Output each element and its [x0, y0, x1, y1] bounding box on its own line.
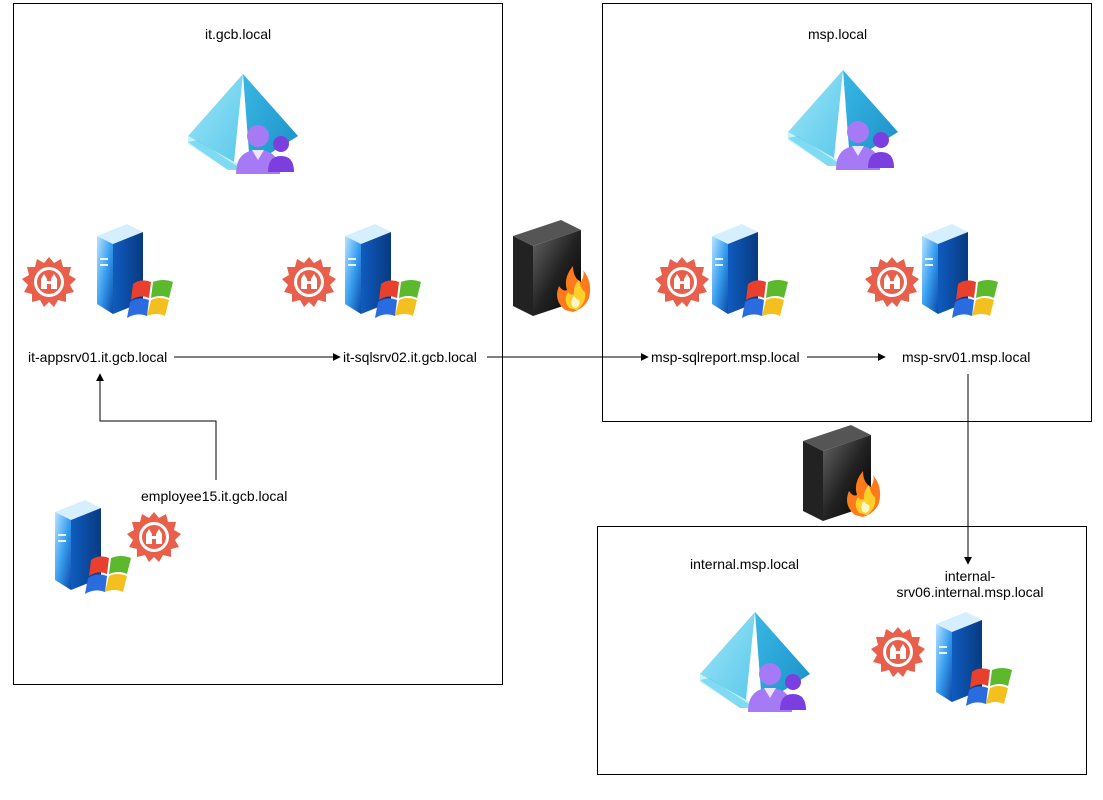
domain-box-msp	[602, 3, 1092, 422]
windows-server-icon	[97, 224, 173, 318]
edge-employee15-to-appsrv01	[96, 373, 217, 480]
host-label-employee15: employee15.it.gcb.local	[141, 488, 288, 504]
compromised-badge-icon	[282, 257, 336, 307]
host-label-it-sqlsrv02: it-sqlsrv02.it.gcb.local	[343, 349, 477, 365]
host-label-it-appsrv01: it-appsrv01.it.gcb.local	[28, 349, 168, 365]
windows-server-icon	[936, 612, 1012, 706]
azure-ad-domain-icon	[188, 74, 298, 174]
compromised-badge-icon	[655, 257, 709, 307]
compromised-badge-icon	[22, 257, 76, 307]
domain-label-internal-msp: internal.msp.local	[690, 556, 799, 572]
azure-ad-domain-icon	[788, 70, 898, 170]
windows-server-icon	[712, 224, 788, 318]
domain-box-it-gcb	[13, 3, 503, 685]
windows-server-icon	[922, 224, 998, 318]
host-label-msp-sqlreport: msp-sqlreport.msp.local	[651, 349, 800, 365]
domain-box-internal-msp	[597, 526, 1087, 775]
domain-label-it-gcb: it.gcb.local	[205, 26, 272, 42]
compromised-badge-icon	[127, 512, 181, 562]
host-label-internal-srv06: internal-srv06.internal.msp.local	[896, 568, 1044, 600]
windows-server-icon	[55, 500, 131, 594]
azure-ad-domain-icon	[700, 612, 810, 712]
firewall-icon	[513, 220, 591, 316]
domain-label-msp: msp.local	[808, 26, 868, 42]
compromised-badge-icon	[865, 257, 919, 307]
windows-server-icon	[345, 224, 421, 318]
host-label-msp-srv01: msp-srv01.msp.local	[902, 349, 1031, 365]
firewall-icon	[803, 425, 881, 521]
compromised-badge-icon	[871, 627, 925, 677]
